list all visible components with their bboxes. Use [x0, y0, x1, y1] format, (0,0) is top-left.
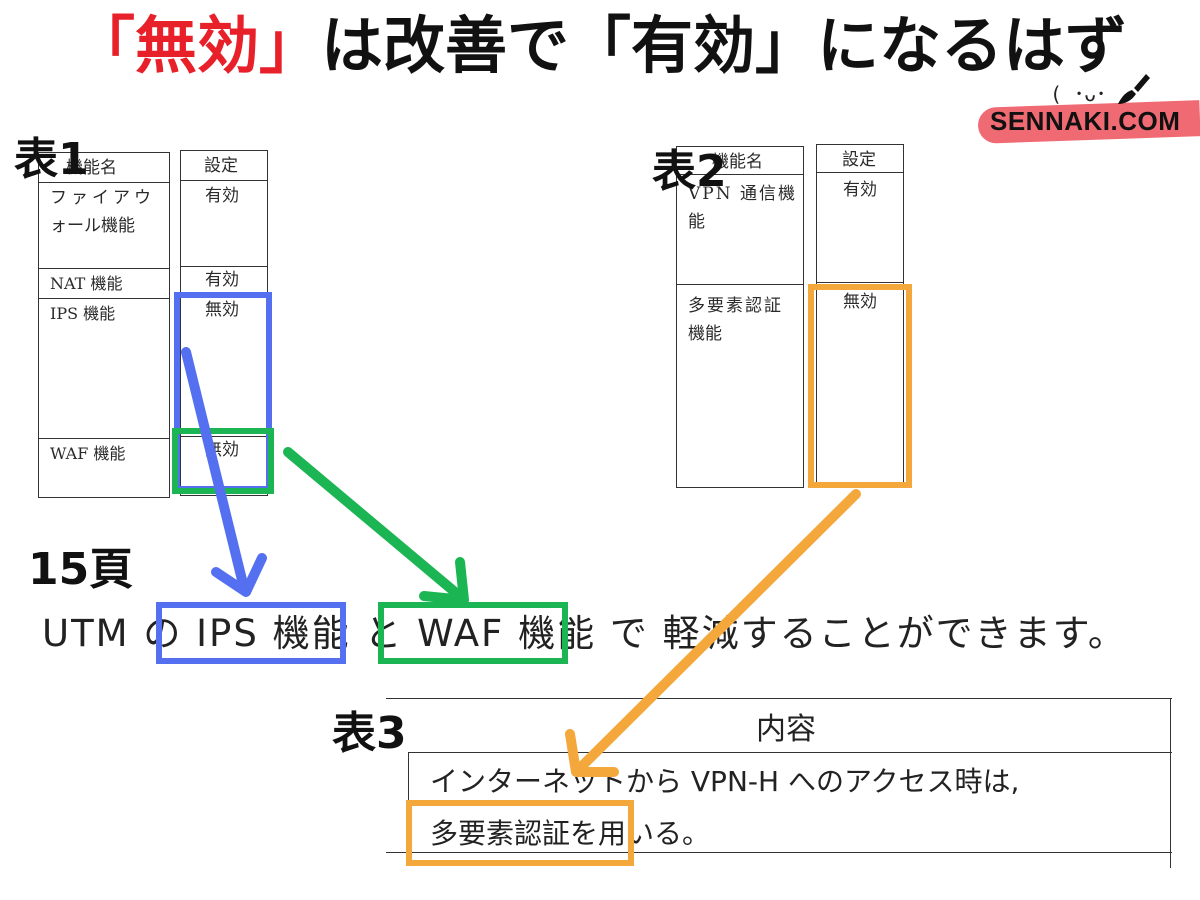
brush-icon: [1118, 74, 1150, 104]
table1-divider: [38, 268, 170, 269]
title-yuukou: 有効: [631, 9, 756, 82]
page-label: 15頁: [28, 544, 134, 595]
table3-line2-rest: を用いる。: [570, 817, 711, 850]
table1-divider: [180, 180, 268, 181]
title-close-bracket: 」: [258, 9, 321, 82]
table2-row-name: 多要素認証: [688, 296, 783, 316]
table1-row-setting: 有効: [205, 270, 239, 290]
table3-line2: 多要素認証を用いる。: [430, 812, 710, 852]
table1-divider: [180, 436, 268, 437]
table1-row-name: NAT 機能: [50, 274, 123, 293]
table2-row-name: VPN 通信機: [688, 184, 797, 204]
table1-row-name: IPS 機能: [50, 304, 116, 323]
table2-header-setting: 設定: [842, 150, 876, 170]
orange-arrow-icon: [565, 489, 861, 777]
title-mid: は改善で: [320, 9, 569, 82]
mfa-setting-highlight: [808, 284, 912, 488]
title-tail: になるはず: [817, 9, 1128, 82]
table1-row-name: ファイアウ: [50, 188, 155, 208]
table1-row-name: WAF 機能: [50, 444, 126, 463]
table1-header-setting: 設定: [204, 156, 238, 176]
table2-divider: [816, 282, 904, 283]
table2-header-name: 機能名: [712, 152, 763, 172]
table1-divider: [180, 266, 268, 267]
title-open-bracket-2: 「: [569, 9, 632, 82]
table2-row-name-cont: 能: [688, 212, 705, 232]
title-open-bracket: 「: [72, 9, 135, 82]
mfa-table3-highlight: [406, 800, 634, 866]
table2-name-column: [676, 146, 804, 488]
table2-row-setting: 有効: [843, 180, 877, 200]
ips-sentence-highlight: [156, 602, 346, 664]
table2-divider: [676, 174, 804, 175]
green-arrow-icon: [283, 447, 469, 605]
table3-label: 表3: [332, 708, 407, 759]
logo-text: SENNAKI.COM: [990, 106, 1181, 136]
table1-row-name-cont: ォール機能: [50, 216, 135, 236]
table2-row-setting: 無効: [843, 292, 877, 312]
page-title: 「無効」は改善で「有効」になるはず: [0, 6, 1200, 86]
table3-right-border: [1170, 698, 1171, 868]
table2-divider: [676, 284, 804, 285]
table3-line1: インターネットから VPN-H へのアクセス時は,: [430, 765, 1020, 798]
table1-label: 表1: [14, 134, 89, 185]
waf-sentence-highlight: [378, 602, 568, 664]
blue-arrow-icon: [181, 347, 267, 597]
table1-name-column: [38, 152, 170, 498]
logo-face: ( ･ᴗ･: [1050, 82, 1107, 106]
table1-divider: [38, 298, 170, 299]
table1-divider: [38, 438, 170, 439]
table3-header: 内容: [756, 712, 816, 747]
title-close-bracket-2: 」: [755, 9, 818, 82]
table3-top-border: [386, 698, 1172, 699]
table1-header-name: 機能名: [66, 158, 117, 178]
sentence-ips: IPS 機能: [196, 612, 351, 655]
table2-label: 表2: [652, 146, 727, 197]
table1-row-setting: 無効: [205, 300, 239, 320]
table1-divider: [38, 182, 170, 183]
table2-divider: [816, 172, 904, 173]
table3-bottom-border: [386, 852, 1172, 853]
table3-divider: [408, 752, 1172, 753]
table3-mfa-text: 多要素認証: [430, 817, 571, 850]
table1-row-setting: 有効: [205, 186, 239, 206]
table2-row-name-cont: 機能: [688, 324, 722, 344]
title-mukou: 無効: [134, 9, 259, 82]
